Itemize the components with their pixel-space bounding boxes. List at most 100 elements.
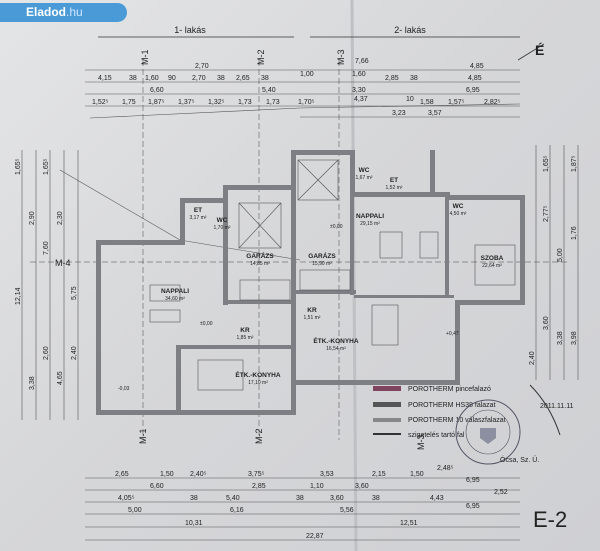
apt1-label: 1- lakás (174, 25, 206, 35)
axis-m1-bottom: M-1 (138, 429, 148, 445)
axis-m2-bottom: M-2 (254, 429, 264, 445)
bottom-dim-r4-1: 6,16 (230, 507, 244, 514)
top-dim-r1-1: 7,66 (355, 58, 369, 65)
axis-markers: M-1 M-2 M-3 M-1 M-2 M-3 M-4 (30, 50, 570, 451)
room-area-3: 29,15 m² (360, 221, 380, 227)
top-dim-r3-1: 5,40 (262, 87, 276, 94)
right-dimensions: 1,65⁵ 1,87⁵ 2,77⁵ 5,00 1,76 3,60 3,38 3,… (529, 145, 579, 380)
bottom-dim-r2-1: 2,85 (252, 483, 266, 490)
room-area-5: 17,10 m² (248, 380, 268, 386)
room-area-7: 3,17 m² (190, 215, 207, 221)
bottom-dim-r1-1: 1,50 (160, 471, 174, 478)
bottom-dim-r3-4: 3,60 (330, 495, 344, 502)
legend-label-0: POROTHERM pincefalazó (408, 386, 491, 393)
axis-m1-top: M-1 (140, 50, 150, 66)
left-dim-5: 5,75 (71, 286, 78, 300)
room-area-8: 1,70 m² (214, 225, 231, 231)
level-0: ±0,00 (330, 224, 343, 230)
bottom-dim-r3-1: 38 (190, 495, 198, 502)
furniture (149, 159, 516, 391)
top-dim-r2-0: 4,15 (98, 75, 112, 82)
top-dim-r4-2: 1,87⁵ (148, 99, 165, 106)
top-dim-r5-0: 4,37 (354, 96, 368, 103)
top-dim-r2-4: 2,70 (192, 75, 206, 82)
right-dim-7: 3,98 (571, 331, 578, 345)
room-area-13: 4,50 m² (450, 211, 467, 217)
top-dim-r2-10: 2,85 (385, 75, 399, 82)
right-dim-8: 2,40 (529, 351, 536, 365)
bottom-dim-r2-0: 6,60 (150, 483, 164, 490)
top-dim-r2-5: 38 (217, 75, 225, 82)
left-dim-0: 1,65⁵ (15, 158, 22, 175)
approval-stamp: 2011.11.11 Ócsa, Sz. Ü. (455, 384, 574, 465)
room-name-9: KR (240, 327, 250, 334)
bottom-dim-r4-2: 5,56 (340, 507, 354, 514)
room-area-6: 16,54 m² (326, 346, 346, 352)
bottom-dim-r5-0: 10,31 (185, 520, 203, 527)
terrain-line (89, 103, 521, 119)
room-area-9: 1,85 m² (237, 335, 254, 341)
top-dim-r1-2: 4,85 (470, 63, 484, 70)
right-dim-0: 1,65⁵ (543, 155, 550, 172)
top-dim-r1-0: 2,70 (195, 63, 209, 70)
top-dim-r4-6: 1,73 (266, 99, 280, 106)
left-dim-2: 2,90 (29, 211, 36, 225)
level-marks: ±0,00 ±0,00 +0,47 -0,03 (118, 224, 459, 392)
room-area-4: 22,64 m² (482, 263, 502, 269)
top-dim-r4-8: 1,58 (420, 99, 434, 106)
top-dim-r2-9: 1,60 (352, 71, 366, 78)
room-name-8: WC (217, 217, 228, 224)
north-label: É (535, 42, 544, 58)
axis-m3-top: M-3 (336, 50, 346, 66)
bottom-dim-r2-3: 3,60 (355, 483, 369, 490)
right-dim-5: 3,60 (543, 316, 550, 330)
bottom-dim-r1-6: 1,50 (410, 471, 424, 478)
bottom-dim-r5-1: 12,51 (400, 520, 418, 527)
axis-m3-bottom: M-3 (416, 435, 426, 451)
bottom-dim-r2-4: 6,95 (466, 477, 480, 484)
watermark-badge: Eladod.hu (0, 3, 127, 22)
bottom-dim-r3-5: 38 (372, 495, 380, 502)
top-dim-r3-0: 6,60 (150, 87, 164, 94)
top-dim-r4-3: 1,37⁵ (178, 99, 195, 106)
top-dim-r5-2: 10 (406, 96, 414, 103)
top-dim-r4-5: 1,73 (238, 99, 252, 106)
level-3: -0,03 (118, 386, 130, 392)
bottom-dim-r1-5: 2,15 (372, 471, 386, 478)
bottom-dim-r6-0: 22,87 (306, 533, 324, 540)
bottom-dim-r1-2: 2,40⁵ (190, 471, 207, 478)
top-dim-r2-1: 38 (129, 75, 137, 82)
room-name-2: GARÁZS (308, 251, 336, 260)
top-dim-r2-7: 38 (261, 75, 269, 82)
top-dim-r2-11: 38 (410, 75, 418, 82)
signature-mark (529, 384, 561, 436)
left-dim-10: 2,40 (71, 346, 78, 360)
bottom-dim-r3-7: 2,52 (494, 489, 508, 496)
room-name-1: GARÁZS (246, 251, 274, 260)
legend-swatch-0 (373, 386, 401, 391)
apt2-label: 2- lakás (394, 25, 426, 35)
top-dim-r4-1: 1,75 (122, 99, 136, 106)
axis-m2-top: M-2 (256, 50, 266, 66)
right-dim-6: 3,38 (557, 331, 564, 345)
level-1: ±0,00 (200, 321, 213, 327)
top-dim-r2-6: 2,65 (236, 75, 250, 82)
room-area-0: 34,60 m² (165, 296, 185, 302)
left-dim-8: 2,60 (43, 346, 50, 360)
room-labels: NAPPALI 34,60 m² GARÁZS 14,85 m² GARÁZS … (161, 167, 504, 386)
right-dim-2: 2,77⁵ (543, 205, 550, 222)
legend-swatch-2 (373, 418, 401, 422)
bottom-dim-r3-2: 5,40 (226, 495, 240, 502)
top-dim-r2-2: 1,60 (145, 75, 159, 82)
room-area-2: 15,90 m² (312, 261, 332, 267)
sheet-code: E-2 (533, 507, 567, 532)
watermark-brand: Eladod (26, 5, 67, 19)
right-dim-4: 1,76 (571, 226, 578, 240)
left-dim-6: 12,14 (15, 287, 22, 305)
bottom-dimensions: 2,65 1,50 2,40⁵ 3,75⁵ 3,53 2,15 1,50 2,4… (85, 465, 520, 541)
room-name-11: WC (359, 167, 370, 174)
bottom-dim-r1-7: 2,48⁵ (437, 465, 454, 472)
stamp-date: 2011.11.11 (540, 403, 574, 410)
